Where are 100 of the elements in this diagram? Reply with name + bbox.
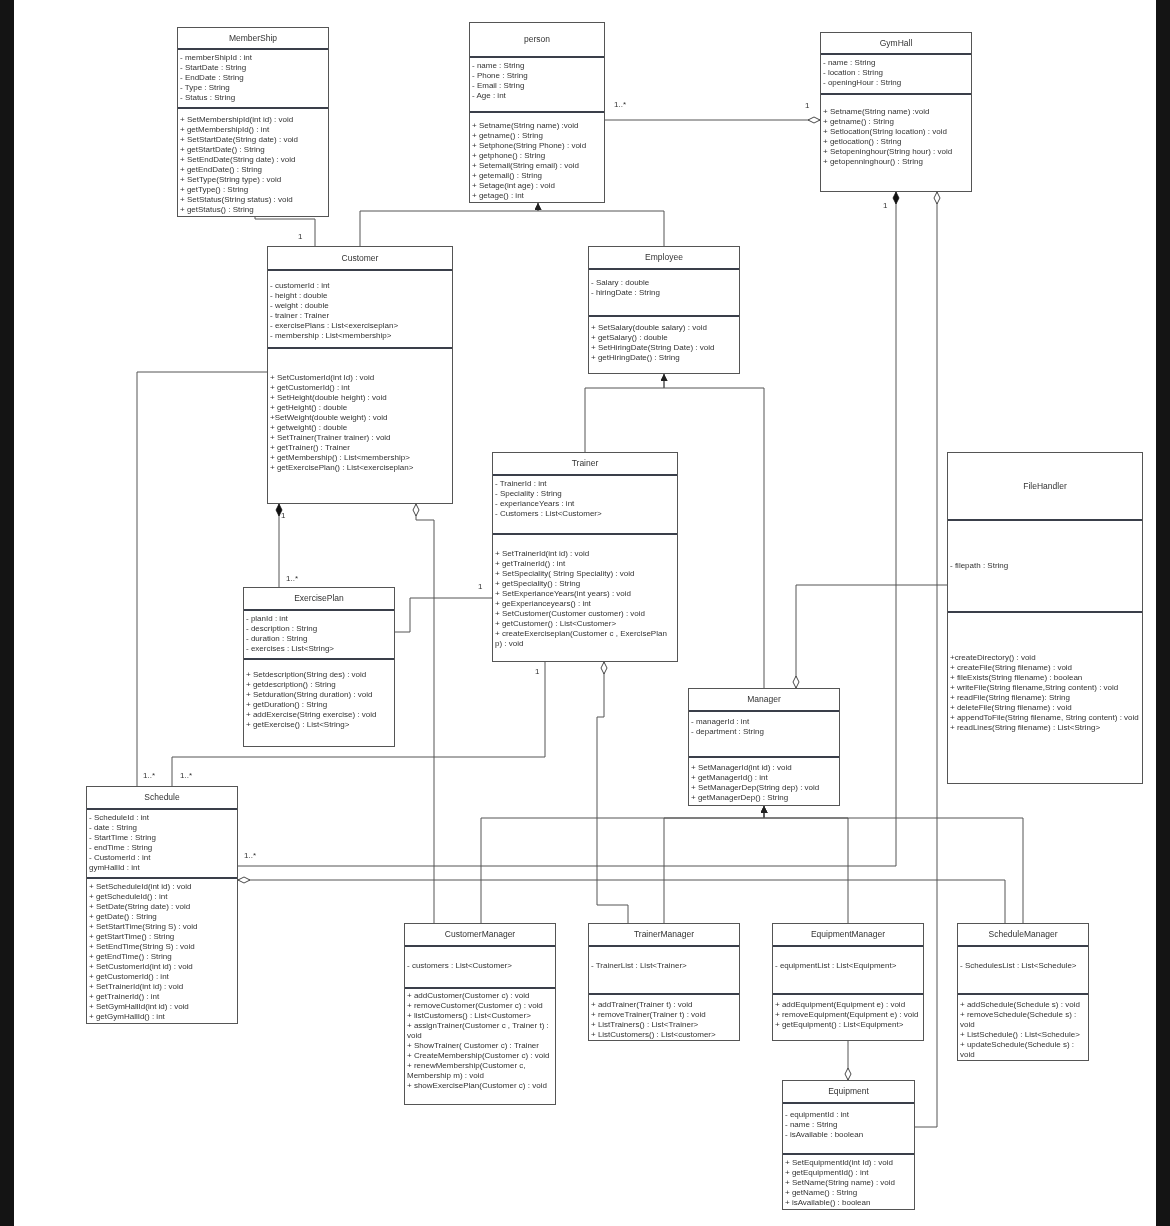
method-text: + Setphone(String Phone) : void [472, 141, 588, 151]
method-text: + assignTrainer(Customer c , Trainer t) : void [407, 1021, 550, 1041]
aggregation-line [914, 191, 941, 1128]
class-name: Customer [341, 252, 379, 264]
method-text: + getCustomer() : List<Customer> [495, 619, 618, 629]
class-name: Employee [645, 252, 683, 263]
method-text: + ListSchedule() : List<Schedule> [960, 1030, 1081, 1040]
class-box [177, 27, 329, 217]
attribute-text: - Phone : String [472, 71, 529, 81]
method-text: + addExercise(String exercise) : void [246, 710, 378, 720]
method-text: + getTrainerId() : int [89, 992, 161, 1002]
association-line [171, 661, 546, 787]
attribute-text: - membership : List<membership> [270, 331, 393, 341]
attribute-text: - trainer : Trainer [270, 311, 331, 321]
method-text: + getMembership() : List<membership> [270, 453, 411, 463]
attribute-text: - SchedulesList : List<Schedule> [960, 961, 1078, 971]
attribute-text: gymHallId : int [89, 863, 141, 873]
composition-line [237, 191, 900, 867]
attribute-text: - managerId : int [691, 717, 751, 727]
method-text: + SetStartTime(String S) : void [89, 922, 199, 932]
attribute-text: - filepath : String [950, 561, 1010, 571]
method-text: +SetWeight(double weight) : void [270, 413, 389, 423]
method-text: + SetEquipmentId(int Id) : void [785, 1158, 894, 1168]
method-text: + getTrainerId() : int [495, 559, 567, 569]
attribute-text: - description : String [246, 624, 319, 634]
method-text: + deleteFile(String filename) : void [950, 703, 1073, 713]
method-compartment [589, 993, 739, 1040]
class-name: Equipment [828, 1086, 869, 1097]
method-text: + SetSalary(double salary) : void [591, 323, 708, 333]
method-text: + getCustomerId() : int [89, 972, 170, 982]
method-text: + getStartDate() : String [180, 145, 266, 155]
method-text: + getManagerId() : int [691, 773, 769, 783]
attribute-text: - name : String [823, 58, 877, 68]
method-text: + removeEquipment(Equipment e) : void [775, 1010, 920, 1020]
method-text: + getStartTime() : String [89, 932, 176, 942]
attribute-text: - equipmentId : int [785, 1110, 851, 1120]
method-text: + SetName(String name) : void [785, 1178, 897, 1188]
class-box [469, 22, 605, 203]
attribute-text: - exercisePlans : List<exerciseplan> [270, 321, 400, 331]
method-text: + getopenninghour() : String [823, 157, 924, 167]
attribute-text: - StartDate : String [180, 63, 248, 73]
attribute-text: - TrainerList : List<Trainer> [591, 961, 688, 971]
method-text: + getTrainer() : Trainer [270, 443, 351, 453]
multiplicity-label: 1..* [180, 771, 192, 781]
method-text: + getEndDate() : String [180, 165, 264, 175]
aggregation-line [237, 876, 1006, 924]
association-line [136, 371, 268, 787]
attribute-text: - duration : String [246, 634, 309, 644]
method-text: + isAvailable() : boolean [785, 1198, 872, 1208]
attribute-text: - Email : String [472, 81, 526, 91]
method-text: + getDuration() : String [246, 700, 329, 710]
method-text: + SetMembershipId(int id) : void [180, 115, 295, 125]
method-text: + getEndTime() : String [89, 952, 173, 962]
method-text: + getlocation() : String [823, 137, 903, 147]
method-text: + SetCustomerId(int id) : void [89, 962, 194, 972]
aggregation-line [792, 584, 948, 689]
method-text: + listCustomers() : List<Customer> [407, 1011, 532, 1021]
method-text: + removeSchedule(Schedule s) : void [960, 1010, 1078, 1030]
class-box [588, 246, 740, 374]
method-text: + updateSchedule(Schedule s) : void [960, 1040, 1076, 1060]
method-text: + appendToFile(String filename, String content) : void [950, 713, 1140, 723]
method-text: + getHeight() : double [270, 403, 349, 413]
method-text: + addSchedule(Schedule s) : void [960, 1000, 1081, 1010]
attribute-text: - equipmentList : List<Equipment> [775, 961, 898, 971]
attribute-text: - customerId : int [270, 281, 331, 291]
method-text: + addTrainer(Trainer t) : void [591, 1000, 694, 1010]
method-text: + getage() : int [472, 191, 525, 201]
method-text: + addCustomer(Customer c) : void [407, 991, 531, 1001]
attribute-text: - name : String [472, 61, 526, 71]
multiplicity-label: 1..* [244, 851, 256, 861]
method-text: + Setopeninghour(String hour) : void [823, 147, 954, 157]
method-compartment [958, 993, 1088, 1060]
inheritance-arrow [534, 202, 665, 247]
attribute-text: - isAvailable : boolean [785, 1130, 865, 1140]
class-name: MemberShip [228, 32, 278, 44]
method-text: + SetEndTime(String S) : void [89, 942, 196, 952]
method-text: + Setdescription(String des) : void [246, 670, 368, 680]
method-text: + SetEndDate(String date) : void [180, 155, 297, 165]
multiplicity-label: 1..* [143, 771, 155, 781]
method-text: + getCustomerId() : int [270, 383, 351, 393]
method-text: + SetManagerId(int id) : void [691, 763, 793, 773]
method-text: + SetHiringDate(String Date) : void [591, 343, 716, 353]
method-text: +createDirectory() : void [950, 653, 1037, 663]
class-name: person [524, 34, 550, 45]
class-box [782, 1080, 915, 1210]
method-text: + getType() : String [180, 185, 250, 195]
multiplicity-label: 1 [805, 101, 810, 111]
method-text: + writeFile(String filename,String content) : void [950, 683, 1120, 693]
method-text: + getSalary() : double [591, 333, 669, 343]
method-text: + SetType(String type) : void [180, 175, 283, 185]
method-text: + Setlocation(String location) : void [823, 127, 948, 137]
attribute-text: - department : String [691, 727, 765, 737]
class-name: FileHandler [1023, 480, 1067, 492]
method-text: + SetScheduleId(int id) : void [89, 882, 193, 892]
attribute-text: - name : String [785, 1120, 839, 1130]
aggregation-line [596, 661, 629, 924]
class-name: Trainer [571, 458, 599, 469]
attribute-text: - weight : double [270, 301, 330, 311]
method-text: + SetDate(String date) : void [89, 902, 192, 912]
multiplicity-label: 1 [535, 667, 540, 677]
